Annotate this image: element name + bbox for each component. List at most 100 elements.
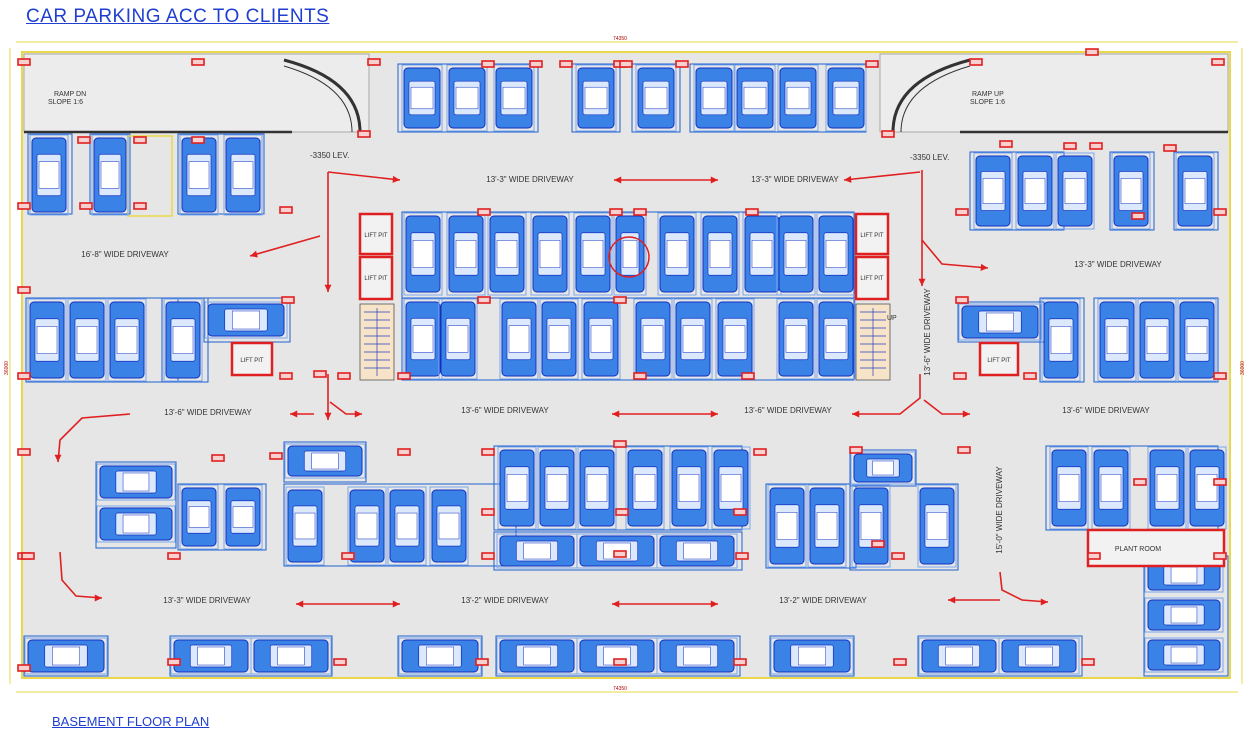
parked-car [776, 212, 816, 296]
parked-cars [24, 64, 1227, 675]
parked-car [539, 298, 579, 380]
parked-car [958, 303, 1042, 341]
lift-pit-box [978, 341, 1020, 377]
driveway-label-vertical: 15'-0" WIDE DRIVEWAY [995, 466, 1004, 554]
column [341, 552, 355, 560]
column [529, 60, 543, 68]
staircases: UP [359, 303, 897, 381]
column [17, 286, 31, 294]
stall-group-outline [89, 133, 131, 215]
column [675, 60, 689, 68]
parked-car [669, 446, 709, 530]
column [613, 658, 627, 666]
driveway-label: 13'-2" WIDE DRIVEWAY [461, 596, 549, 605]
lift-pit-label: LIFT PIT [240, 358, 264, 364]
parked-car [223, 134, 263, 216]
parked-car [499, 298, 539, 380]
parked-car [179, 134, 219, 216]
lift-pit-label: LIFT PIT [364, 276, 388, 282]
stall-group-outline [849, 449, 917, 487]
direction-arrow [923, 399, 970, 418]
parked-car [487, 212, 527, 296]
column [559, 60, 573, 68]
parked-car [29, 134, 69, 216]
dimension-bottom: 74350 [613, 686, 627, 692]
stall-group-outline [177, 483, 267, 551]
stall-group-outline [161, 297, 209, 383]
column [313, 370, 327, 378]
lift-pit-label: LIFT PIT [364, 233, 388, 239]
plant-room-label: PLANT ROOM [1115, 546, 1161, 553]
column [613, 296, 627, 304]
parked-car [284, 443, 366, 479]
parked-car [816, 212, 856, 296]
column [397, 372, 411, 380]
column [745, 208, 759, 216]
parked-car [777, 64, 819, 132]
column [957, 446, 971, 454]
stall-group-outline [177, 133, 265, 215]
direction-arrow [612, 600, 718, 608]
parked-car [497, 446, 537, 530]
column [613, 440, 627, 448]
parked-car [179, 484, 219, 550]
stair-up-label: UP [887, 315, 897, 322]
direction-arrow [614, 176, 718, 184]
column [871, 540, 885, 548]
parked-car [170, 637, 252, 675]
parked-car [575, 64, 617, 132]
parked-car [496, 637, 578, 675]
parked-car [250, 637, 332, 675]
column [1085, 48, 1099, 56]
lift-pit-label: LIFT PIT [860, 276, 884, 282]
stall-group-outline [401, 297, 855, 381]
parked-car [850, 451, 916, 485]
column [735, 552, 749, 560]
column [397, 448, 411, 456]
column [475, 658, 489, 666]
parked-car [700, 212, 740, 296]
column [1213, 208, 1227, 216]
column [1087, 552, 1101, 560]
dimension-top: 74350 [613, 36, 627, 42]
parked-car [67, 298, 107, 382]
parked-car [576, 637, 658, 675]
stall-group-outline [1173, 151, 1219, 231]
parked-car [91, 134, 129, 216]
column [481, 552, 495, 560]
parked-car [816, 298, 856, 380]
dimension-left: 36000 [4, 361, 10, 375]
column [477, 296, 491, 304]
parked-car [27, 298, 67, 382]
stall-group-outline [23, 635, 109, 677]
column [1081, 658, 1095, 666]
parked-car [1055, 152, 1095, 230]
direction-arrow [54, 413, 131, 463]
column [969, 58, 983, 66]
parked-car [767, 484, 807, 568]
column [481, 508, 495, 516]
parked-car [223, 484, 263, 550]
parked-car [573, 212, 613, 296]
column [1133, 478, 1147, 486]
column [17, 202, 31, 210]
column [1213, 478, 1227, 486]
parked-car [807, 484, 847, 568]
level-label: -3350 LEV. [910, 153, 949, 162]
parked-car [1144, 597, 1224, 633]
stall-group-outline [495, 635, 741, 677]
column [17, 448, 31, 456]
column [1213, 552, 1227, 560]
parked-car [734, 64, 776, 132]
column [1089, 142, 1103, 150]
parked-car [537, 446, 577, 530]
ramp-up-label: RAMP UP [972, 91, 1004, 98]
driveway-label: 13'-3" WIDE DRIVEWAY [486, 175, 574, 184]
direction-arrow [296, 600, 400, 608]
parked-car [656, 637, 738, 675]
parked-car [625, 446, 665, 530]
parked-car [387, 486, 427, 566]
parked-car [1175, 152, 1215, 230]
parked-car [530, 212, 570, 296]
ramp-down-slope: SLOPE 1:6 [48, 99, 83, 106]
